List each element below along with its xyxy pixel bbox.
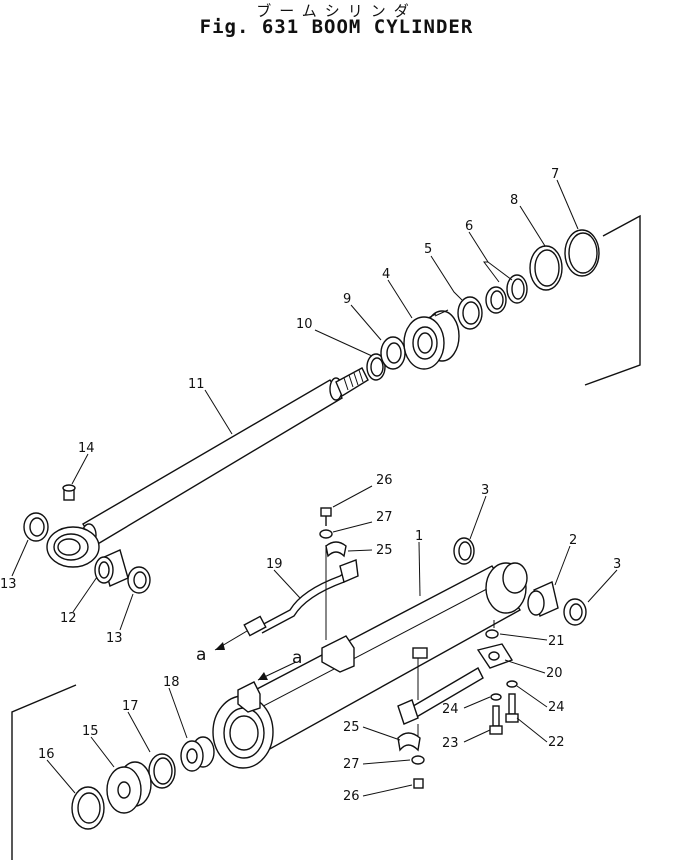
dust-seal-part-13-right [127, 566, 151, 594]
callout-3-upper: 3 [481, 483, 489, 498]
callout-labels: 7 8 6 5 4 9 10 11 14 13 12 13 19 26 27 2… [0, 167, 621, 804]
backup-ring-part-8 [529, 245, 563, 291]
callout-22: 22 [548, 735, 565, 750]
figure-title: Fig. 631 BOOM CYLINDER [199, 16, 474, 38]
callout-4: 4 [382, 267, 390, 282]
callout-19: 19 [266, 557, 283, 572]
cylinder-tube-part-1 [212, 562, 528, 769]
callout-26-lower: 26 [343, 789, 360, 804]
bushing-part-2 [527, 581, 559, 617]
callout-17: 17 [122, 699, 139, 714]
wear-ring-part-17 [148, 753, 176, 789]
callout-10: 10 [296, 317, 313, 332]
callout-9: 9 [343, 292, 351, 307]
bolt-part-26-lower [413, 778, 424, 789]
snap-ring-part-10 [366, 353, 386, 381]
title-japanese: ブームシリンダ [256, 2, 417, 20]
callout-15: 15 [82, 724, 99, 739]
frame-bracket-bottom-left [11, 684, 77, 860]
o-ring-part-21 [485, 629, 499, 639]
washer-part-24-right [506, 680, 518, 688]
clamp-part-25-upper [325, 541, 347, 558]
callout-25-upper: 25 [376, 543, 393, 558]
callout-5: 5 [424, 242, 432, 257]
leader-lines [11, 179, 618, 797]
callout-14: 14 [78, 441, 95, 456]
bolt-part-26-upper [320, 507, 332, 526]
callout-7: 7 [551, 167, 559, 182]
dust-seal-part-13-left [23, 512, 49, 542]
piston-ring-part-16 [71, 786, 105, 830]
callout-8: 8 [510, 193, 518, 208]
callout-1: 1 [415, 529, 423, 544]
dust-seal-part-3-lower [563, 598, 587, 626]
nut-part-18 [180, 736, 215, 772]
buffer-ring-part-6a [485, 286, 507, 314]
marker-a-left: a [196, 642, 225, 665]
callout-21: 21 [548, 634, 565, 649]
callout-13-right: 13 [106, 631, 123, 646]
dust-seal-part-3-upper [453, 537, 475, 565]
callout-3-lower: 3 [613, 557, 621, 572]
callout-18: 18 [163, 675, 180, 690]
callout-24-right: 24 [548, 700, 565, 715]
pipe-part-19 [243, 559, 359, 637]
bushing-part-12 [94, 549, 129, 587]
callout-13-left: 13 [0, 577, 17, 592]
callout-6: 6 [465, 219, 473, 234]
callout-11: 11 [188, 377, 205, 392]
bolt-part-22 [505, 693, 519, 723]
assembly-lines [214, 545, 495, 736]
callout-2: 2 [569, 533, 577, 548]
cylinder-head-part-4 [403, 309, 460, 370]
piston-part-15 [106, 761, 152, 814]
marker-a-right: a [258, 648, 302, 680]
washer-part-27-upper [319, 529, 333, 539]
grease-fitting-part-14 [62, 484, 76, 501]
backup-ring-part-6b [506, 274, 528, 304]
washer-part-27-lower [411, 755, 425, 765]
o-ring-part-7 [564, 229, 600, 277]
callout-26-upper: 26 [376, 473, 393, 488]
marker-a-label: a [196, 645, 206, 665]
callout-23: 23 [442, 736, 459, 751]
callout-16: 16 [38, 747, 55, 762]
frame-bracket-top-right [584, 214, 641, 386]
rod-seal-part-9 [380, 336, 406, 370]
callout-20: 20 [546, 666, 563, 681]
callout-24-left: 24 [442, 702, 459, 717]
bushing-part-5 [457, 296, 483, 330]
callout-27-lower: 27 [343, 757, 360, 772]
clamp-part-25-lower [397, 732, 421, 752]
pipe-flange-part-20 [397, 643, 514, 725]
bolt-part-23 [489, 705, 503, 735]
piston-rod-part-11 [46, 367, 369, 568]
marker-a-label: a [292, 648, 302, 668]
callout-27-upper: 27 [376, 510, 393, 525]
callout-12: 12 [60, 611, 77, 626]
washer-part-24-left [490, 693, 502, 701]
callout-25-lower: 25 [343, 720, 360, 735]
